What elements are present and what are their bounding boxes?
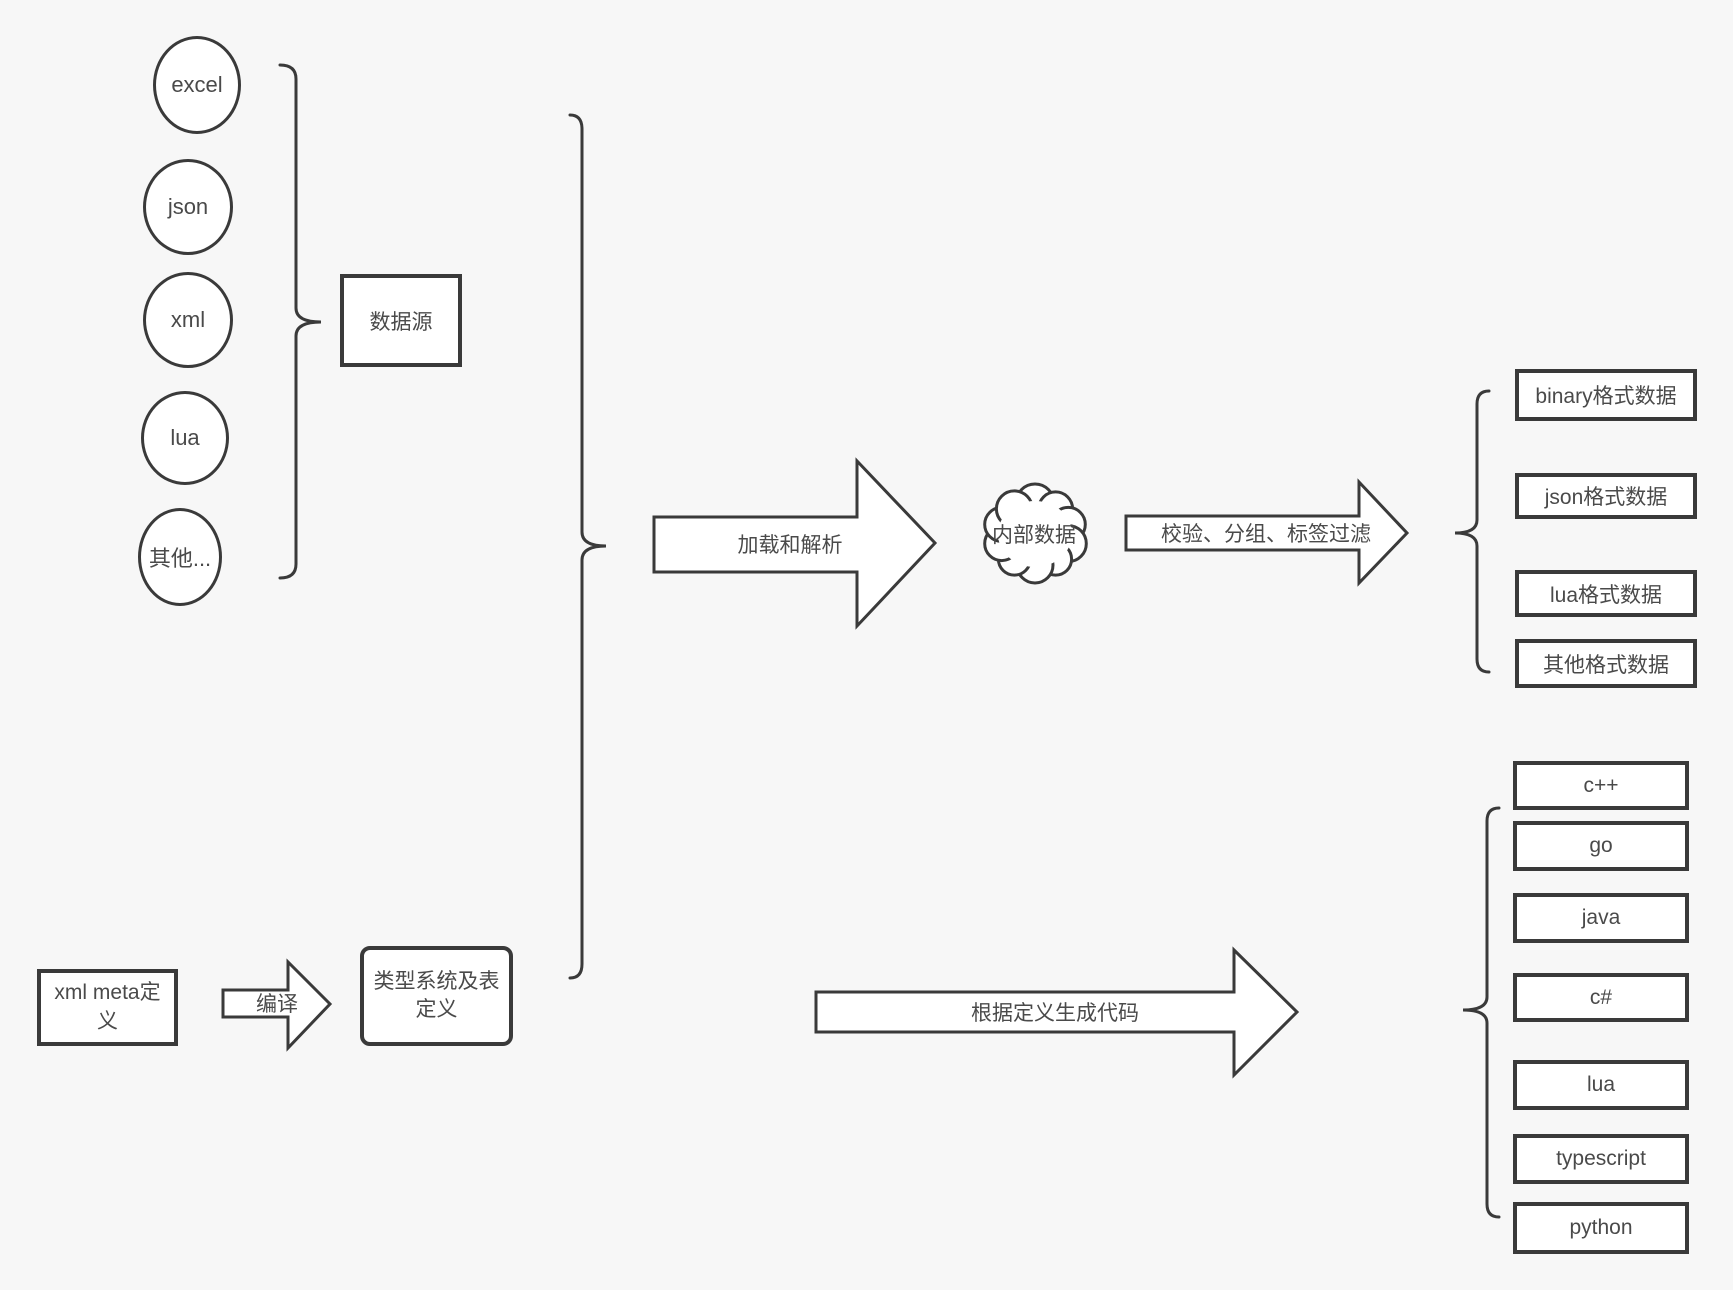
compile-arrow-label: 编译 bbox=[256, 993, 298, 1016]
compile-arrow bbox=[221, 958, 333, 1052]
format-label: 其他格式数据 bbox=[1543, 653, 1669, 677]
main-brace bbox=[568, 113, 607, 980]
source-node-label: lua bbox=[170, 425, 200, 450]
filter-arrow-label: 校验、分组、标签过滤 bbox=[1161, 523, 1371, 546]
filter-arrow bbox=[1124, 478, 1410, 587]
language-box-python: python bbox=[1513, 1202, 1689, 1254]
generate-arrow-label: 根据定义生成代码 bbox=[971, 1002, 1139, 1025]
format-label: binary格式数据 bbox=[1535, 385, 1677, 408]
language-box-cpp: c++ bbox=[1513, 761, 1689, 810]
language-box-java: java bbox=[1513, 893, 1689, 943]
format-label: lua格式数据 bbox=[1549, 583, 1663, 607]
type-system-label: 类型系统及表定义 bbox=[373, 969, 500, 1021]
data-source-box: 数据源 bbox=[340, 274, 462, 367]
source-node-xml: xml bbox=[143, 272, 233, 368]
source-node-lua: lua bbox=[141, 391, 229, 485]
format-label: json格式数据 bbox=[1544, 486, 1668, 509]
source-node-label: json bbox=[167, 194, 209, 219]
source-node-other: 其他... bbox=[138, 508, 222, 606]
load-parse-arrow bbox=[652, 457, 938, 630]
generate-code-arrow bbox=[814, 946, 1300, 1079]
source-node-label: xml bbox=[170, 307, 206, 332]
source-node-excel: excel bbox=[153, 36, 241, 134]
language-label: typescript bbox=[1556, 1147, 1646, 1170]
xml-meta-box: xml meta定义 bbox=[37, 969, 178, 1046]
language-box-go: go bbox=[1513, 821, 1689, 871]
source-node-label: excel bbox=[171, 72, 223, 97]
language-label: python bbox=[1569, 1216, 1633, 1239]
language-box-typescript: typescript bbox=[1513, 1134, 1689, 1184]
sources-brace bbox=[278, 63, 322, 580]
formats-brace bbox=[1454, 389, 1491, 674]
format-box-binary: binary格式数据 bbox=[1515, 369, 1697, 421]
internal-data-label: 内部数据 bbox=[992, 524, 1076, 547]
load-parse-arrow-label: 加载和解析 bbox=[737, 534, 843, 557]
language-box-csharp: c# bbox=[1513, 973, 1689, 1022]
xml-meta-label: xml meta定义 bbox=[54, 981, 161, 1033]
format-box-lua: lua格式数据 bbox=[1515, 570, 1697, 617]
languages-brace bbox=[1462, 806, 1501, 1219]
language-label: lua bbox=[1586, 1073, 1616, 1096]
language-label: java bbox=[1581, 906, 1621, 929]
data-source-label: 数据源 bbox=[369, 310, 433, 334]
source-node-label: 其他... bbox=[148, 546, 212, 571]
source-node-json: json bbox=[143, 159, 233, 255]
language-box-lua: lua bbox=[1513, 1060, 1689, 1110]
language-label: c# bbox=[1589, 985, 1613, 1009]
format-box-json: json格式数据 bbox=[1515, 473, 1697, 519]
type-system-box: 类型系统及表定义 bbox=[360, 946, 513, 1046]
language-label: go bbox=[1589, 834, 1613, 857]
format-box-other: 其他格式数据 bbox=[1515, 639, 1697, 688]
language-label: c++ bbox=[1583, 773, 1619, 797]
internal-data-cloud bbox=[983, 482, 1088, 585]
